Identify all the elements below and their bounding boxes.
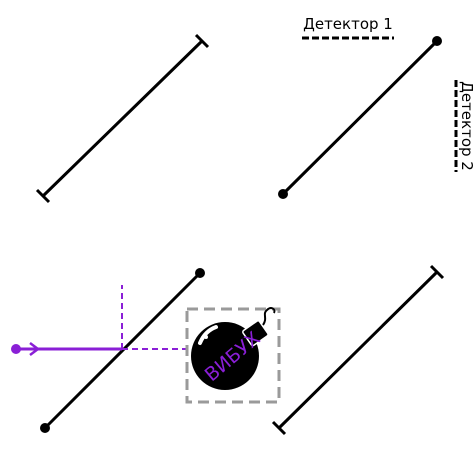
beam-splitter-top-right [278, 36, 442, 199]
detector-1-label: Детектор 1 [303, 15, 393, 33]
detector-1: Детектор 1 [302, 15, 394, 40]
photon-beam [11, 285, 190, 356]
detector-2-label: Детектор 2 [458, 81, 474, 171]
bomb: ВИБУХ [185, 307, 281, 404]
photon-arrow-icon [29, 342, 40, 356]
beam-splitter-bottom-left [40, 268, 205, 433]
mirror-bottom-right [271, 264, 445, 436]
bomb-icon [191, 307, 276, 390]
bomb-frame [185, 307, 281, 404]
mirror-top-left [35, 33, 210, 204]
detector-2: Детектор 2 [454, 80, 474, 172]
